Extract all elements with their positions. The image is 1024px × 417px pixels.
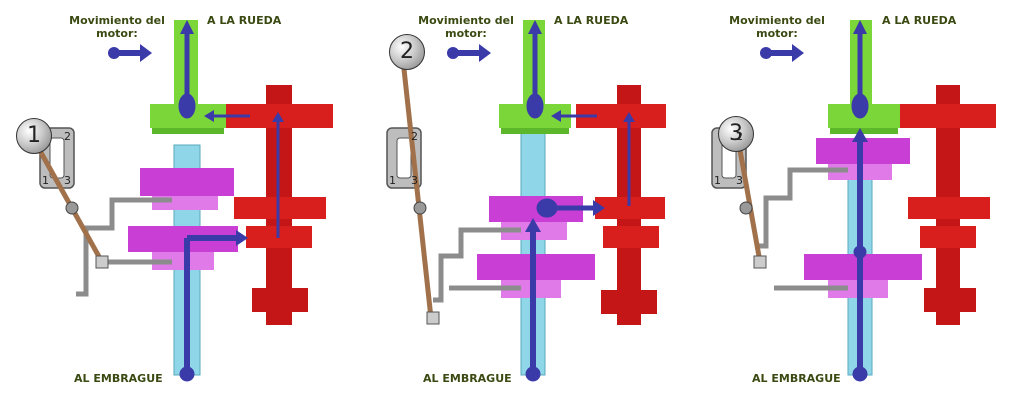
- gearbox-diagram-2: [386, 20, 666, 382]
- gate-label-2: 2: [736, 130, 743, 143]
- gear-lever: [31, 138, 105, 264]
- motor-label: Movimiento del motor:: [418, 14, 514, 40]
- gearbox-diagram-1: [31, 20, 333, 382]
- panel-gear-1: Movimiento del motor: A LA RUEDA AL EMBR…: [0, 0, 341, 417]
- gear-knob: 3: [718, 116, 754, 152]
- clutch-label: AL EMBRAGUE: [423, 372, 512, 385]
- gate-label-1: 1: [389, 174, 396, 187]
- gate-label-3: 3: [64, 174, 71, 187]
- wheel-label: A LA RUEDA: [207, 14, 282, 27]
- gate-label-2: 2: [64, 130, 71, 143]
- gate-label-3: 3: [411, 174, 418, 187]
- power-flow-arrow: [851, 20, 869, 382]
- motor-direction-arrow: [447, 44, 491, 62]
- motor-label: Movimiento del motor:: [69, 14, 165, 40]
- clutch-label: AL EMBRAGUE: [752, 372, 841, 385]
- gearbox-diagram-3: [711, 20, 996, 382]
- gate-label-2: 2: [411, 130, 418, 143]
- gate-label-1: 1: [42, 174, 49, 187]
- wheel-label: A LA RUEDA: [554, 14, 629, 27]
- motor-direction-arrow: [760, 44, 804, 62]
- selector-forks: [758, 167, 848, 291]
- selector-forks: [433, 227, 521, 303]
- countershaft: [900, 85, 996, 325]
- power-flow-arrow: [178, 20, 284, 382]
- countershaft: [576, 85, 666, 325]
- gear-knob: 2: [389, 34, 425, 70]
- gear-knob: 1: [16, 118, 52, 154]
- selector-forks: [76, 197, 172, 297]
- gate-label-3: 3: [736, 174, 743, 187]
- power-flow-arrow: [525, 20, 635, 382]
- clutch-label: AL EMBRAGUE: [74, 372, 163, 385]
- panel-gear-2: Movimiento del motor: A LA RUEDA AL EMBR…: [341, 0, 682, 417]
- motor-label: Movimiento del motor:: [729, 14, 825, 40]
- motor-direction-arrow: [108, 44, 152, 62]
- sliding-gear-upper: [140, 168, 234, 210]
- gate-label-1: 1: [714, 174, 721, 187]
- gear-lever: [400, 59, 434, 319]
- wheel-label: A LA RUEDA: [882, 14, 957, 27]
- panel-gear-3: Movimiento del motor: A LA RUEDA AL EMBR…: [682, 0, 1023, 417]
